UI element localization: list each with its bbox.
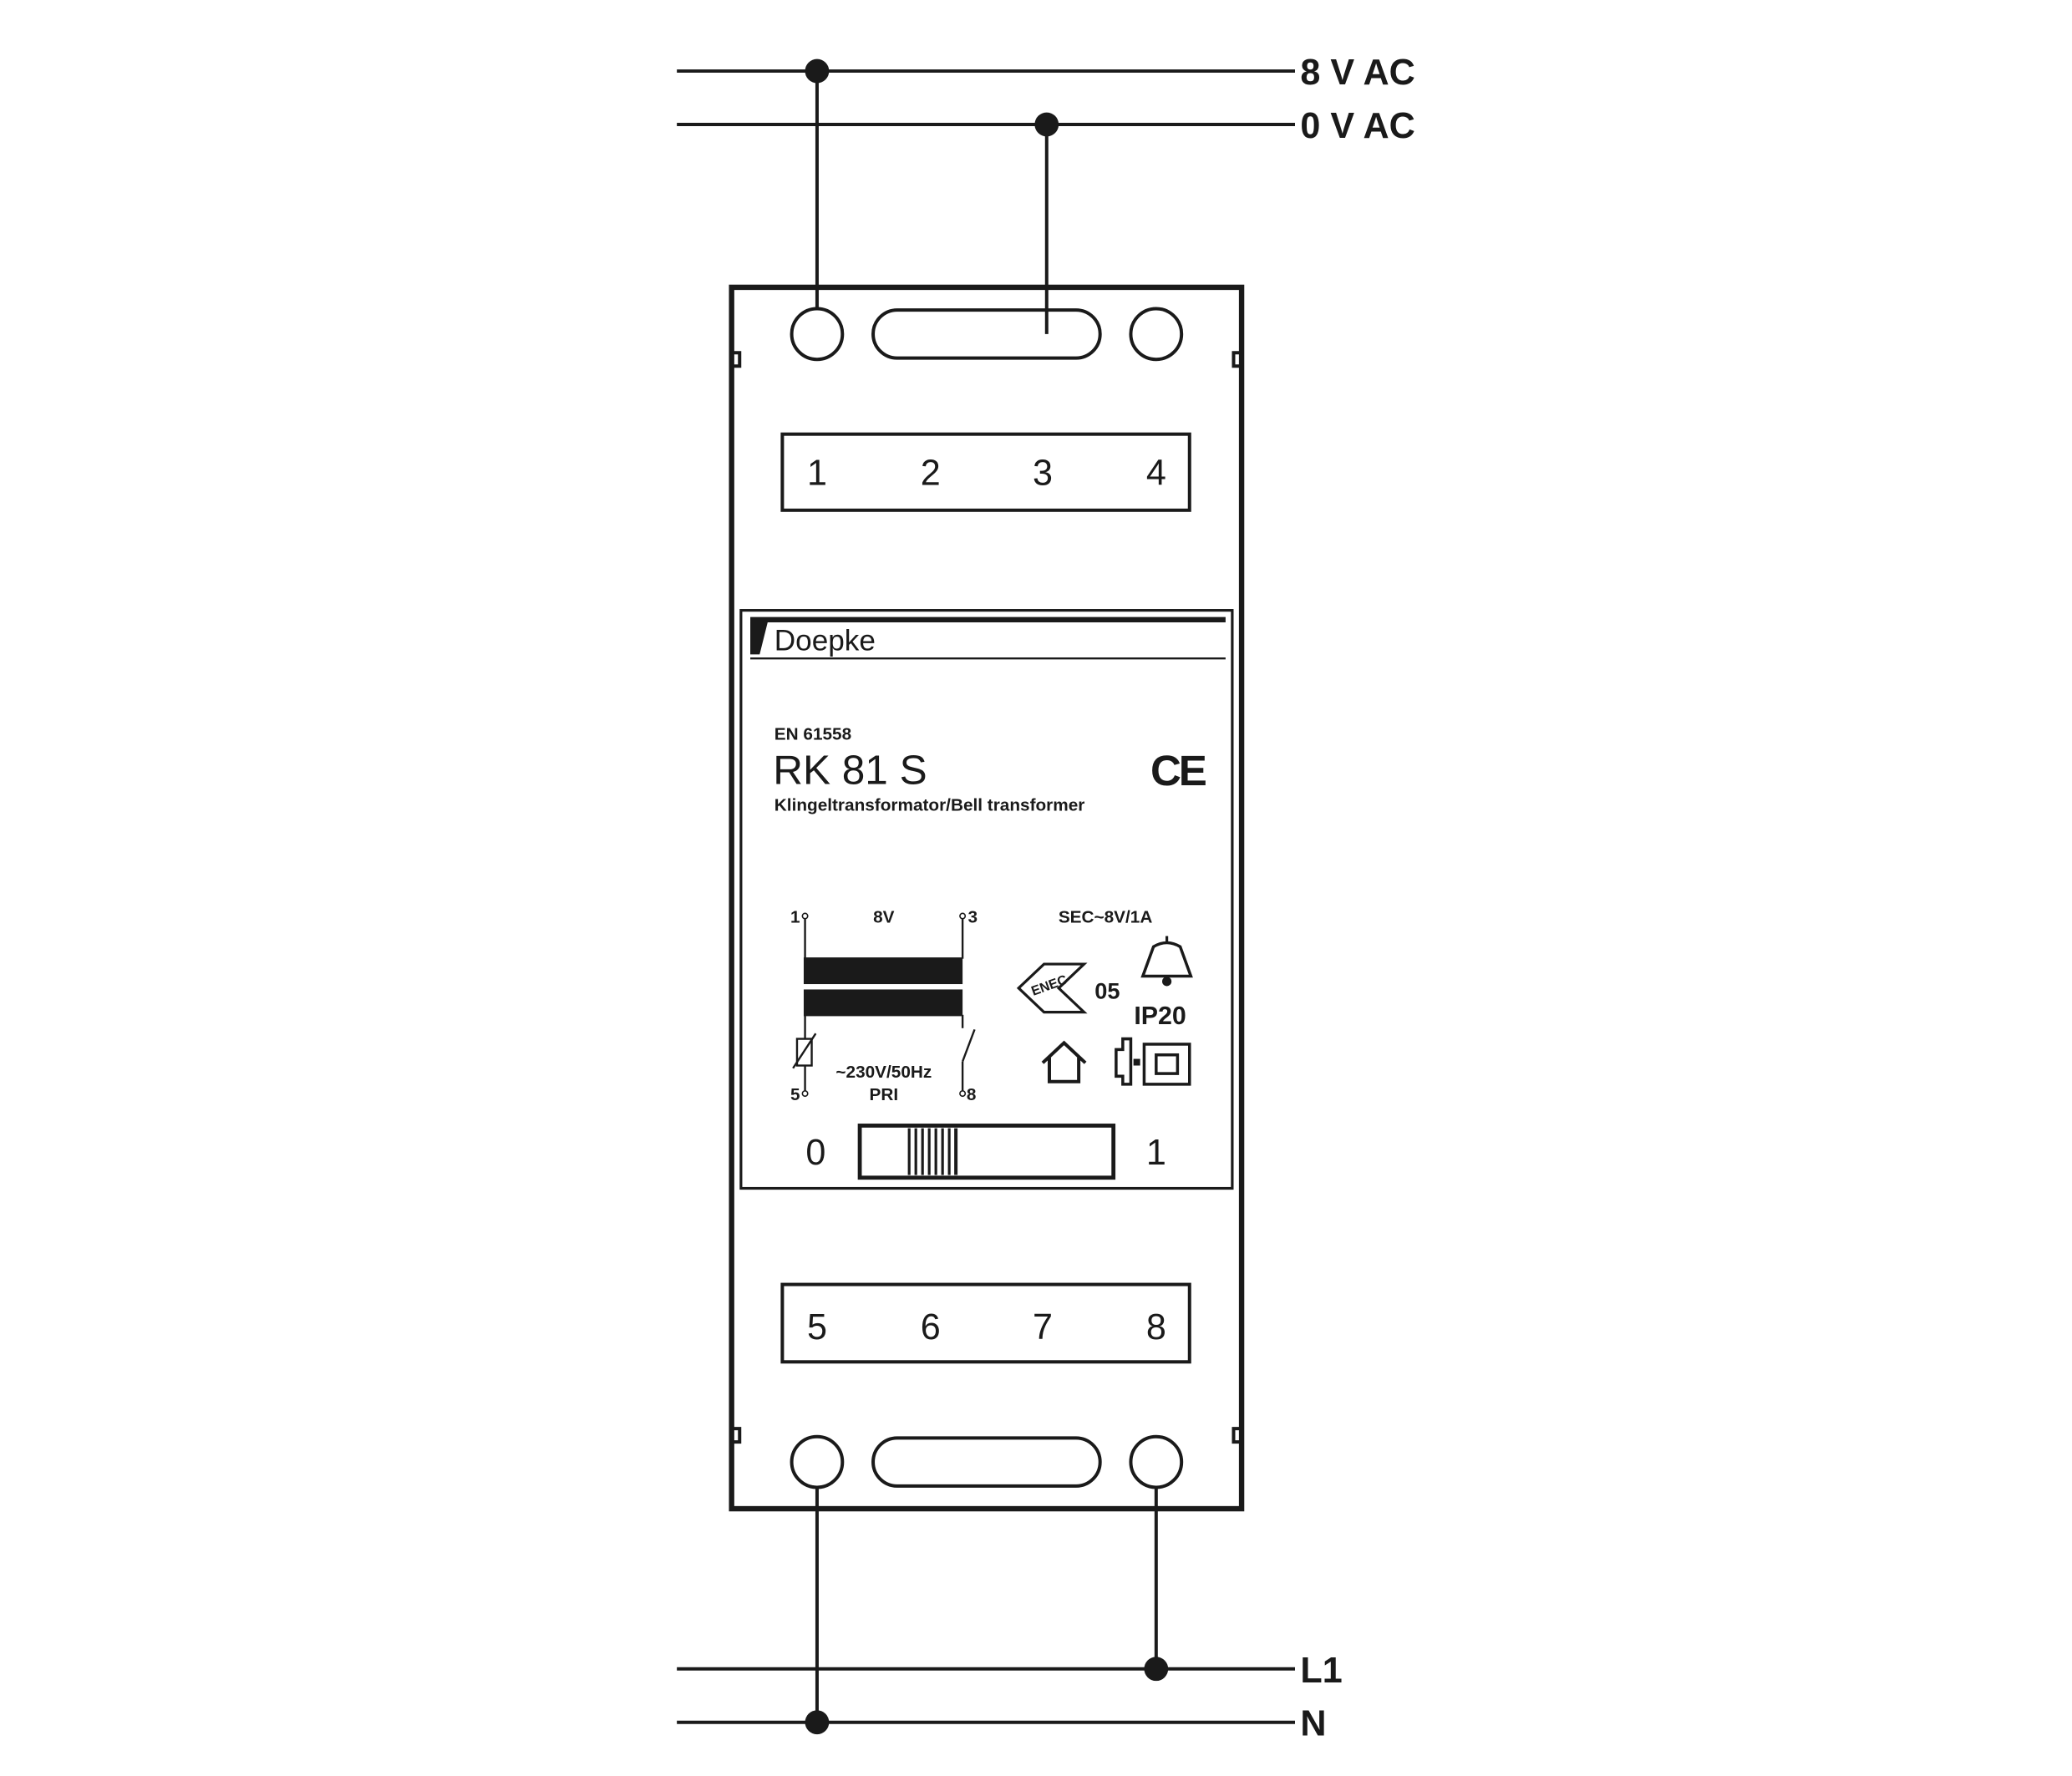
ce-mark: CE (1150, 747, 1206, 794)
device-housing: 1 2 3 4 5 6 7 8 (729, 284, 1245, 1512)
junction-dot (1034, 112, 1059, 137)
screw-terminal-5 (790, 1434, 845, 1489)
pin-label: 8 (967, 1085, 977, 1104)
transformer-schematic: 1 8V 3 5 8 ~230V/50Hz PRI (790, 908, 978, 1105)
label-panel: Doepke EN 61558 RK 81 S Klingeltransform… (739, 609, 1234, 1190)
primary-wiring: L1 N (677, 1487, 1343, 1744)
terminal-number: 8 (1146, 1307, 1166, 1347)
switch-on-label: 1 (1146, 1133, 1166, 1173)
terminal-number: 4 (1146, 453, 1166, 493)
secondary-wiring: 8 V AC 0 V AC (677, 53, 1415, 334)
indoor-use-house-icon (1041, 1040, 1087, 1083)
product-description: Klingeltransformator/Bell transformer (774, 795, 1085, 814)
safety-transformer-icon (1115, 1037, 1191, 1086)
label-0v-ac: 0 V AC (1300, 106, 1414, 146)
secondary-voltage-label: 8V (873, 908, 895, 927)
terminal-number: 6 (921, 1307, 941, 1347)
screw-terminal-1 (790, 307, 845, 362)
power-switch-slider[interactable] (857, 1124, 1116, 1180)
label-l1: L1 (1300, 1651, 1342, 1691)
screw-slot-top (871, 308, 1102, 360)
screw-slot-bottom (871, 1436, 1102, 1488)
brand-logo-mark (750, 622, 768, 655)
secondary-winding (803, 957, 963, 985)
pin-label: 1 (790, 908, 800, 927)
secondary-rating: SEC~8V/1A (1059, 908, 1153, 927)
primary-rating-label: ~230V/50Hz (835, 1063, 932, 1082)
primary-winding (803, 989, 963, 1017)
terminal-number: 7 (1033, 1307, 1053, 1347)
label-8v-ac: 8 V AC (1300, 53, 1414, 93)
terminal-number: 2 (921, 453, 941, 493)
bottom-terminal-strip (780, 1282, 1191, 1364)
switch-grip[interactable] (907, 1128, 959, 1175)
terminal-number: 3 (1033, 453, 1053, 493)
screw-terminal-8 (1129, 1434, 1184, 1489)
pin-label: 3 (968, 908, 978, 927)
housing-notches (731, 351, 1242, 1444)
brand-name: Doepke (774, 625, 876, 657)
enec-number: 05 (1094, 978, 1120, 1004)
standard-label: EN 61558 (774, 725, 851, 744)
pin-label: 5 (790, 1085, 800, 1104)
label-n: N (1300, 1704, 1326, 1744)
terminal-number: 1 (807, 453, 827, 493)
primary-label: PRI (870, 1085, 899, 1104)
top-terminal-strip (780, 432, 1191, 512)
enec-mark-icon: ENEC (1016, 962, 1088, 1014)
bell-icon (1140, 936, 1193, 987)
screw-terminal-4 (1129, 307, 1184, 362)
switch-off-label: 0 (805, 1133, 825, 1173)
switch-contact-icon (961, 1028, 976, 1063)
model-name: RK 81 S (773, 747, 927, 793)
terminal-number: 5 (807, 1307, 827, 1347)
ip-rating: IP20 (1134, 1002, 1186, 1030)
